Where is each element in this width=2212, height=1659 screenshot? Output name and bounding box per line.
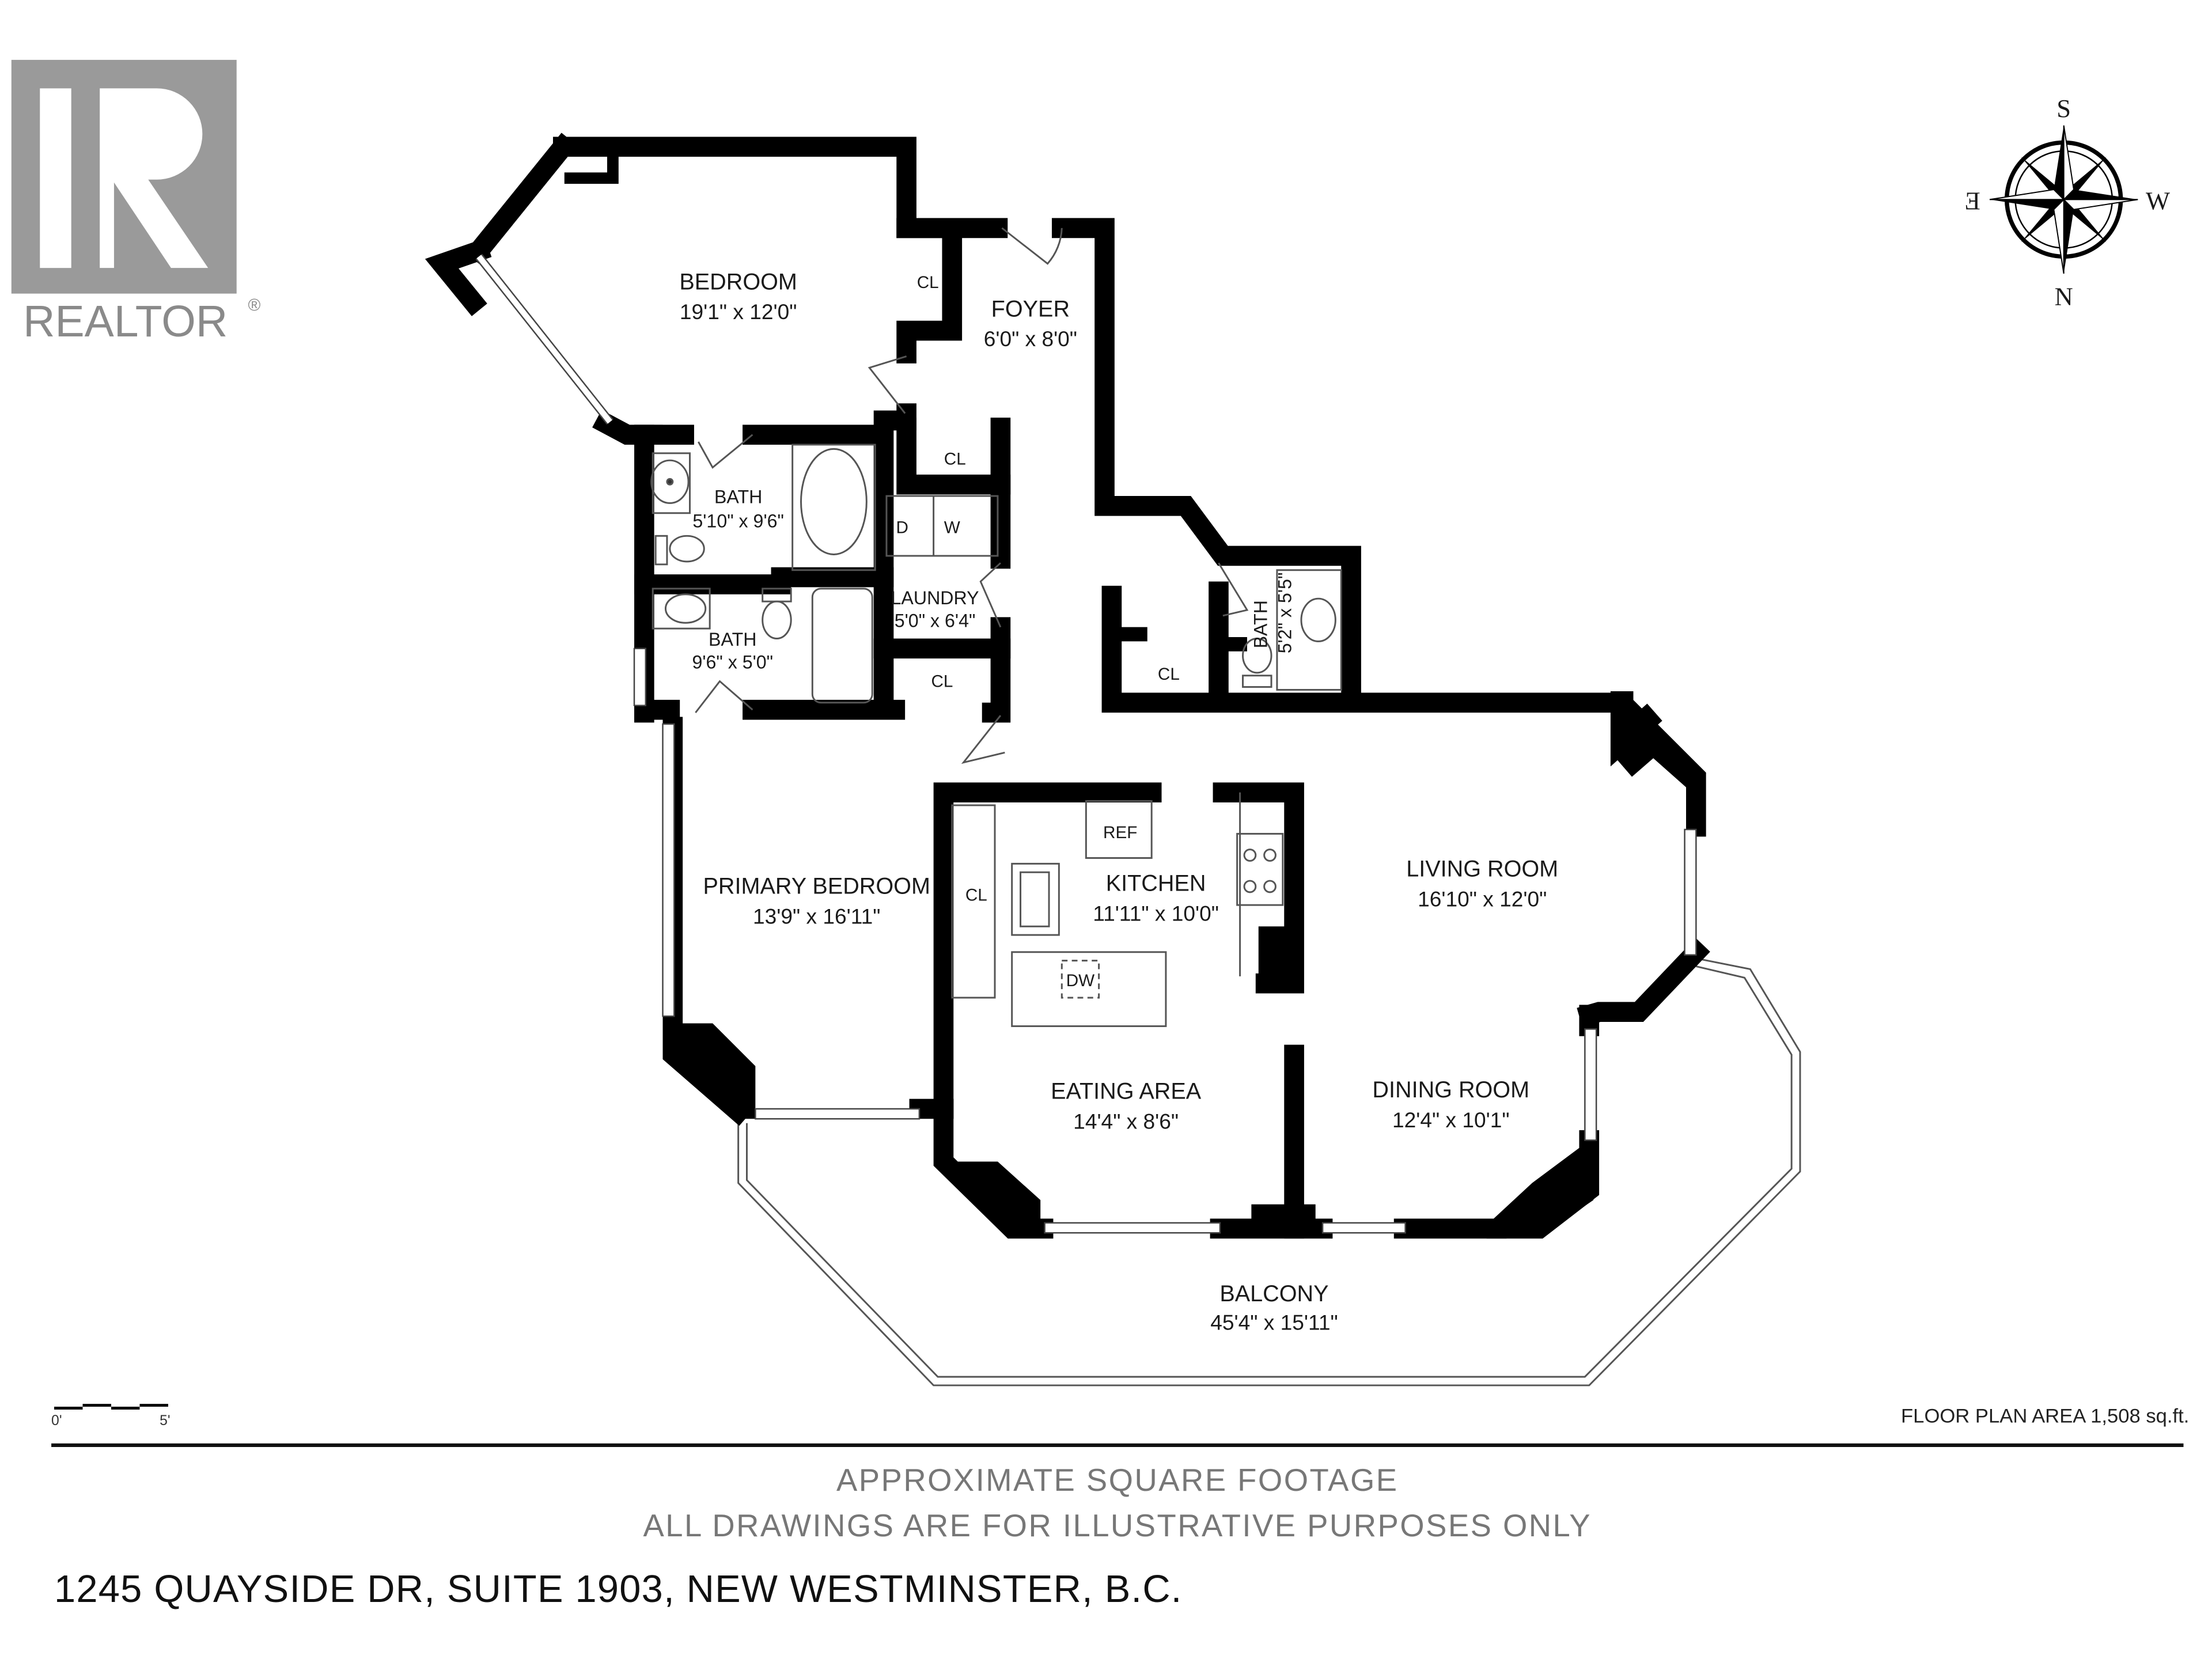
- dryer-label: D: [896, 518, 908, 537]
- room-name-primary-bedroom: PRIMARY BEDROOM: [703, 873, 930, 899]
- fixture-labels: CL CL CL CL CL D W REF DW: [896, 273, 1179, 990]
- compass-label-bottom: N: [2055, 282, 2073, 310]
- compass-label-right: W: [2146, 187, 2170, 215]
- room-dim-bath-1: 5'10" x 9'6": [692, 510, 783, 531]
- room-name-bath-2: BATH: [709, 629, 756, 650]
- room-name-living-room: LIVING ROOM: [1406, 857, 1558, 882]
- compass-label-top: S: [2056, 94, 2071, 123]
- fridge-label: REF: [1103, 823, 1137, 842]
- walls: [425, 132, 1710, 1239]
- scale-end-label: 5': [160, 1413, 170, 1429]
- room-dim-bath-2: 9'6" x 5'0": [692, 652, 773, 672]
- room-name-kitchen: KITCHEN: [1106, 870, 1206, 896]
- room-dim-balcony: 45'4" x 15'11": [1210, 1310, 1338, 1334]
- closet-label: CL: [931, 672, 953, 691]
- room-labels: BEDROOM 19'1" x 12'0" FOYER 6'0" x 8'0" …: [679, 269, 1558, 1334]
- property-address: 1245 QUAYSIDE DR, SUITE 1903, NEW WESTMI…: [54, 1568, 1183, 1611]
- room-name-bath-3: BATH: [1251, 600, 1271, 648]
- room-dim-bedroom: 19'1" x 12'0": [680, 300, 797, 324]
- room-name-foyer: FOYER: [991, 296, 1070, 321]
- closet-label: CL: [917, 273, 939, 292]
- room-dim-laundry: 5'0" x 6'4": [895, 611, 976, 631]
- room-name-bedroom: BEDROOM: [679, 269, 797, 294]
- room-dim-bath-3: 5'2" x 5'5": [1275, 573, 1296, 654]
- disclaimer-line-1: APPROXIMATE SQUARE FOOTAGE: [836, 1463, 1399, 1498]
- room-dim-living-room: 16'10" x 12'0": [1418, 887, 1547, 911]
- registered-mark: ®: [248, 296, 261, 315]
- room-dim-foyer: 6'0" x 8'0": [984, 327, 1077, 351]
- washer-label: W: [944, 518, 960, 537]
- closet-label: CL: [944, 450, 966, 469]
- room-dim-dining-room: 12'4" x 10'1": [1392, 1108, 1510, 1132]
- fixtures: [650, 444, 1342, 1027]
- scale-bar: 0' 5': [51, 1404, 171, 1429]
- balcony-outline: [737, 957, 1801, 1387]
- room-dim-eating-area: 14'4" x 8'6": [1073, 1109, 1179, 1134]
- room-name-dining-room: DINING ROOM: [1372, 1077, 1529, 1103]
- room-name-eating-area: EATING AREA: [1051, 1079, 1202, 1104]
- room-dim-kitchen: 11'11" x 10'0": [1093, 901, 1219, 925]
- doors: [695, 227, 1249, 764]
- closet-label: CL: [965, 886, 987, 905]
- realtor-logo: REALTOR ®: [11, 59, 261, 346]
- floor-plan-area: FLOOR PLAN AREA 1,508 sq.ft.: [1901, 1405, 2189, 1427]
- disclaimer-line-2: ALL DRAWINGS ARE FOR ILLUSTRATIVE PURPOS…: [643, 1508, 1592, 1543]
- room-name-bath-1: BATH: [714, 486, 762, 507]
- room-name-balcony: BALCONY: [1219, 1281, 1328, 1306]
- compass-rose-icon: S N E W: [1965, 94, 2170, 311]
- closet-label: CL: [1158, 665, 1180, 684]
- room-name-laundry: LAUNDRY: [891, 588, 979, 608]
- dishwasher-label: DW: [1066, 971, 1094, 990]
- room-dim-primary-bedroom: 13'9" x 16'11": [753, 904, 880, 928]
- compass-label-left: E: [1965, 187, 1980, 215]
- realtor-wordmark: REALTOR: [23, 297, 228, 346]
- scale-start-label: 0': [51, 1413, 62, 1429]
- windows: [475, 253, 1697, 1234]
